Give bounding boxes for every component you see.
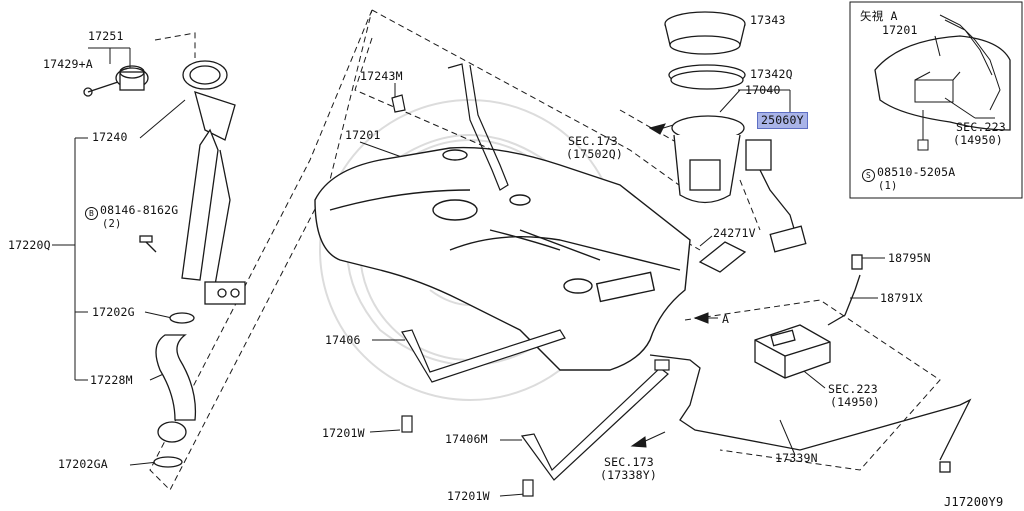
canister-assembly <box>649 254 972 473</box>
arrows <box>630 119 718 448</box>
part-17202g-label: 17202G <box>92 305 135 319</box>
part-17429a-label: 17429+A <box>43 57 93 71</box>
view-a-arrow-label: A <box>722 312 730 326</box>
part-17220q-label: 17220Q <box>8 238 51 252</box>
leader-lines <box>52 19 885 497</box>
vent-hose <box>391 63 509 191</box>
bolt-s-marker: S <box>862 169 875 182</box>
filler-assembly <box>83 60 246 468</box>
part-17243m-label: 17243M <box>360 69 403 83</box>
sec223-main-ref: (14950) <box>830 395 880 409</box>
part-08146-number: 08146-8162G <box>100 203 179 217</box>
part-17201w-label-a: 17201W <box>322 426 365 440</box>
part-18791x-label: 18791X <box>880 291 923 305</box>
sec173-bottom-label[interactable]: SEC.173 <box>604 455 654 469</box>
part-17251-label: 17251 <box>88 29 124 43</box>
inset-title: 矢視 A <box>860 9 898 23</box>
fuel-pump-assembly <box>664 11 807 273</box>
part-17342q-label: 17342Q <box>750 67 793 81</box>
part-08146-qty: (2) <box>102 218 122 230</box>
inset-bolt-number: 08510-5205A <box>877 165 956 179</box>
bolt-b-marker: B <box>85 207 98 220</box>
part-17240-label: 17240 <box>92 130 128 144</box>
inset-sec223-label[interactable]: SEC.223 <box>956 120 1006 134</box>
part-17406m-label: 17406M <box>445 432 488 446</box>
part-17201-label: 17201 <box>345 128 381 142</box>
sec173-bottom-ref: (17338Y) <box>600 468 657 482</box>
part-24271v-label: 24271V <box>713 226 756 240</box>
sec173-top-ref: (17502Q) <box>566 147 623 161</box>
tank-bands <box>401 329 670 497</box>
inset-bolt-qty: (1) <box>878 180 898 192</box>
part-17339n-label: 17339N <box>775 451 818 465</box>
diagram-code: J17200Y9 <box>944 495 1004 509</box>
inset-part-17201: 17201 <box>882 23 918 37</box>
sec173-top-label[interactable]: SEC.173 <box>568 134 618 148</box>
part-18795n-label: 18795N <box>888 251 931 265</box>
part-17202ga-label: 17202GA <box>58 457 108 471</box>
inset-view-a <box>849 1 1023 199</box>
part-17228m-label: 17228M <box>90 373 133 387</box>
fuel-tank <box>314 146 691 371</box>
part-17201w-label-b: 17201W <box>447 489 490 503</box>
part-17343-label: 17343 <box>750 13 786 27</box>
inset-sec223-ref: (14950) <box>953 133 1003 147</box>
part-17406-label: 17406 <box>325 333 361 347</box>
part-17040-label: 17040 <box>745 83 781 97</box>
part-25060y-highlighted[interactable]: 25060Y <box>757 112 808 129</box>
sec223-main-label[interactable]: SEC.223 <box>828 382 878 396</box>
